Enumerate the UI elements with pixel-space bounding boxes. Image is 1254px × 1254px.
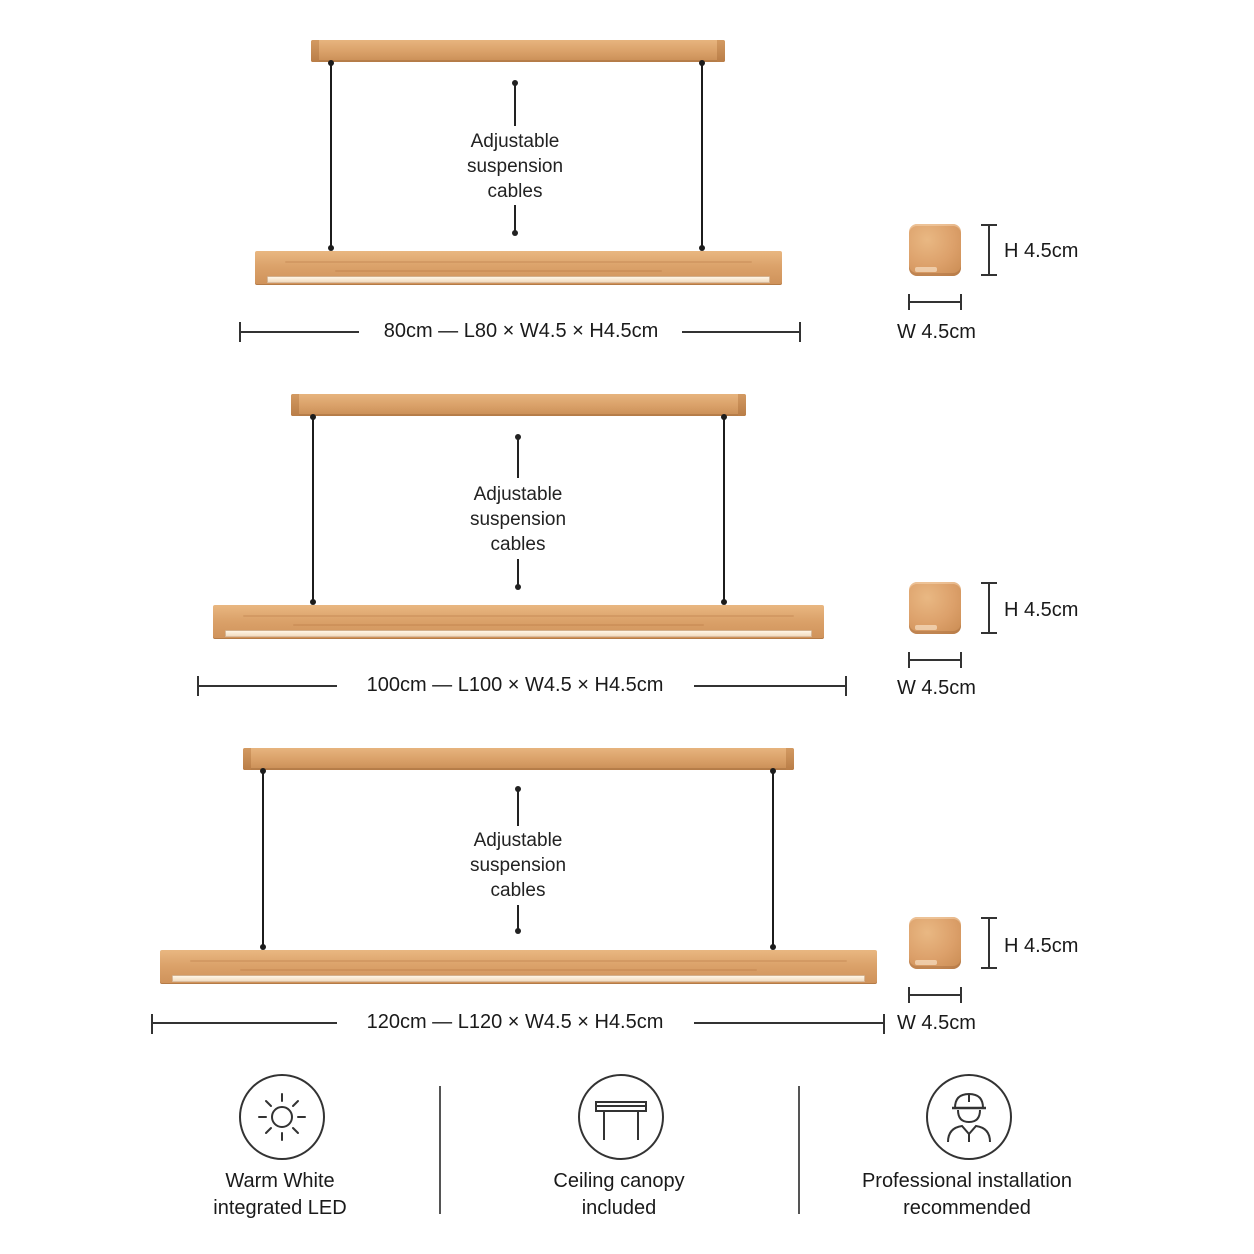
- width-label: W 4.5cm: [897, 321, 976, 343]
- width-label: W 4.5cm: [897, 677, 976, 699]
- dimension-line-left: [151, 1022, 337, 1024]
- led-diffuser: [172, 975, 865, 982]
- feature-icon-circle: [926, 1074, 1012, 1160]
- suspension-cable-right: [770, 768, 776, 950]
- height-label: H 4.5cm: [1004, 599, 1079, 621]
- pointer-line-top: [517, 790, 519, 826]
- width-label: W 4.5cm: [897, 1012, 976, 1034]
- pointer-line-bottom: [517, 559, 519, 585]
- height-dimension-line: [988, 224, 990, 276]
- dimension-line-left: [239, 331, 359, 333]
- suspension-cable-left: [260, 768, 266, 950]
- dimension-label: 120cm — L120 × W4.5 × H4.5cm: [366, 1011, 664, 1033]
- sun-icon: [258, 1093, 306, 1141]
- pointer-dot-bottom: [512, 230, 518, 236]
- pointer-dot-top: [515, 434, 521, 440]
- suspension-cable-right: [699, 60, 705, 251]
- dimension-line-left: [197, 685, 337, 687]
- dimension-label: 100cm — L100 × W4.5 × H4.5cm: [366, 674, 664, 696]
- width-dimension-line: [909, 301, 962, 303]
- pointer-dot-top: [515, 786, 521, 792]
- light-bar: [213, 605, 824, 639]
- height-label: H 4.5cm: [1004, 935, 1079, 957]
- feature-icon-circle: [239, 1074, 325, 1160]
- width-dimension-line: [909, 994, 962, 996]
- ceiling-canopy: [311, 40, 725, 62]
- height-label: H 4.5cm: [1004, 240, 1079, 262]
- pointer-dot-bottom: [515, 584, 521, 590]
- height-dimension-line: [988, 917, 990, 969]
- light-bar: [160, 950, 877, 984]
- led-diffuser: [225, 630, 812, 637]
- divider: [798, 1086, 800, 1214]
- ceiling-canopy: [243, 748, 794, 770]
- width-dimension-line: [909, 659, 962, 661]
- pointer-dot-top: [512, 80, 518, 86]
- pointer-line-top: [514, 84, 516, 126]
- dimension-line-right: [694, 1022, 884, 1024]
- pointer-line-bottom: [514, 205, 516, 231]
- ceiling-canopy-icon: [595, 1101, 647, 1140]
- installer-helmet-icon: [947, 1092, 991, 1143]
- dimension-line-right: [694, 685, 846, 687]
- pointer-line-top: [517, 438, 519, 478]
- height-dimension-line: [988, 582, 990, 634]
- led-diffuser: [267, 276, 770, 283]
- cross-section-cube: [909, 224, 961, 276]
- suspension-cable-left: [310, 414, 316, 605]
- light-bar: [255, 251, 782, 285]
- cross-section-cube: [909, 582, 961, 634]
- dimension-line-right: [682, 331, 800, 333]
- cross-section-cube: [909, 917, 961, 969]
- dimension-label: 80cm — L80 × W4.5 × H4.5cm: [383, 320, 659, 342]
- ceiling-canopy: [291, 394, 746, 416]
- divider: [439, 1086, 441, 1214]
- suspension-cable-left: [328, 60, 334, 251]
- feature-icon-circle: [578, 1074, 664, 1160]
- suspension-cable-right: [721, 414, 727, 605]
- pointer-line-bottom: [517, 905, 519, 929]
- pointer-dot-bottom: [515, 928, 521, 934]
